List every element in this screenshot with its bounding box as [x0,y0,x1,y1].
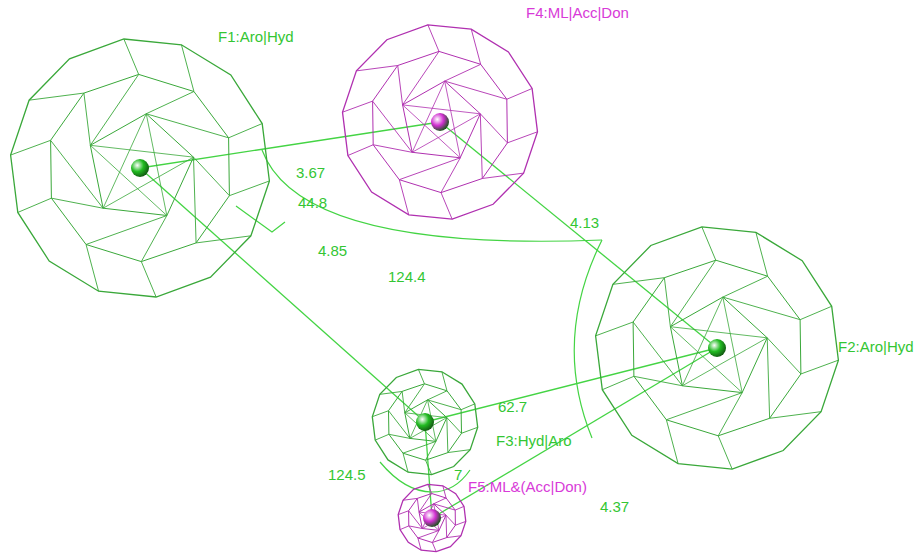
distance-line [140,122,440,168]
distance-value: 3.67 [296,164,325,182]
feature-label: F5:ML&(Acc|Don) [468,478,587,496]
pharmacophore-sphere: F3:Hyd|Aro [372,369,478,475]
distance-value: 4.85 [318,242,347,260]
sphere-wireframe [372,369,478,475]
feature-center [131,159,149,177]
feature-center [416,413,434,431]
sphere-wireframe [10,38,270,298]
sphere-wireframe [595,226,839,470]
distance-value: 4.37 [600,498,629,516]
feature-center [431,113,449,131]
distance-line [432,348,717,518]
angle-value: 44.8 [298,194,327,212]
feature-label: F4:ML|Acc|Don [526,4,629,22]
feature-label: F1:Aro|Hyd [218,28,294,46]
feature-center [423,509,441,527]
feature-label: F3:Hyd|Aro [496,432,572,450]
sphere-wireframe [342,24,538,220]
distance-value: 4.13 [570,214,599,232]
angle-arc [262,150,602,241]
feature-center [708,339,726,357]
distance-line [140,168,425,422]
pharmacophore-sphere: F5:ML&(Acc|Don) [398,484,466,552]
pharmacophore-sphere: F2:Aro|Hyd [595,226,839,470]
angle-value: 62.7 [498,398,527,416]
distance-line [425,348,717,422]
angle-value: 124.4 [388,268,426,286]
sphere-wireframe [398,484,466,552]
angle-value: 7 [454,466,462,484]
feature-label: F2:Aro|Hyd [838,338,914,356]
pharmacophore-sphere: F4:ML|Acc|Don [342,24,538,220]
angle-arc [236,206,285,232]
angle-value: 124.5 [328,466,366,484]
pharmacophore-sphere: F1:Aro|Hyd [10,38,270,298]
angle-arc [380,462,470,492]
angle-arc [574,240,602,438]
